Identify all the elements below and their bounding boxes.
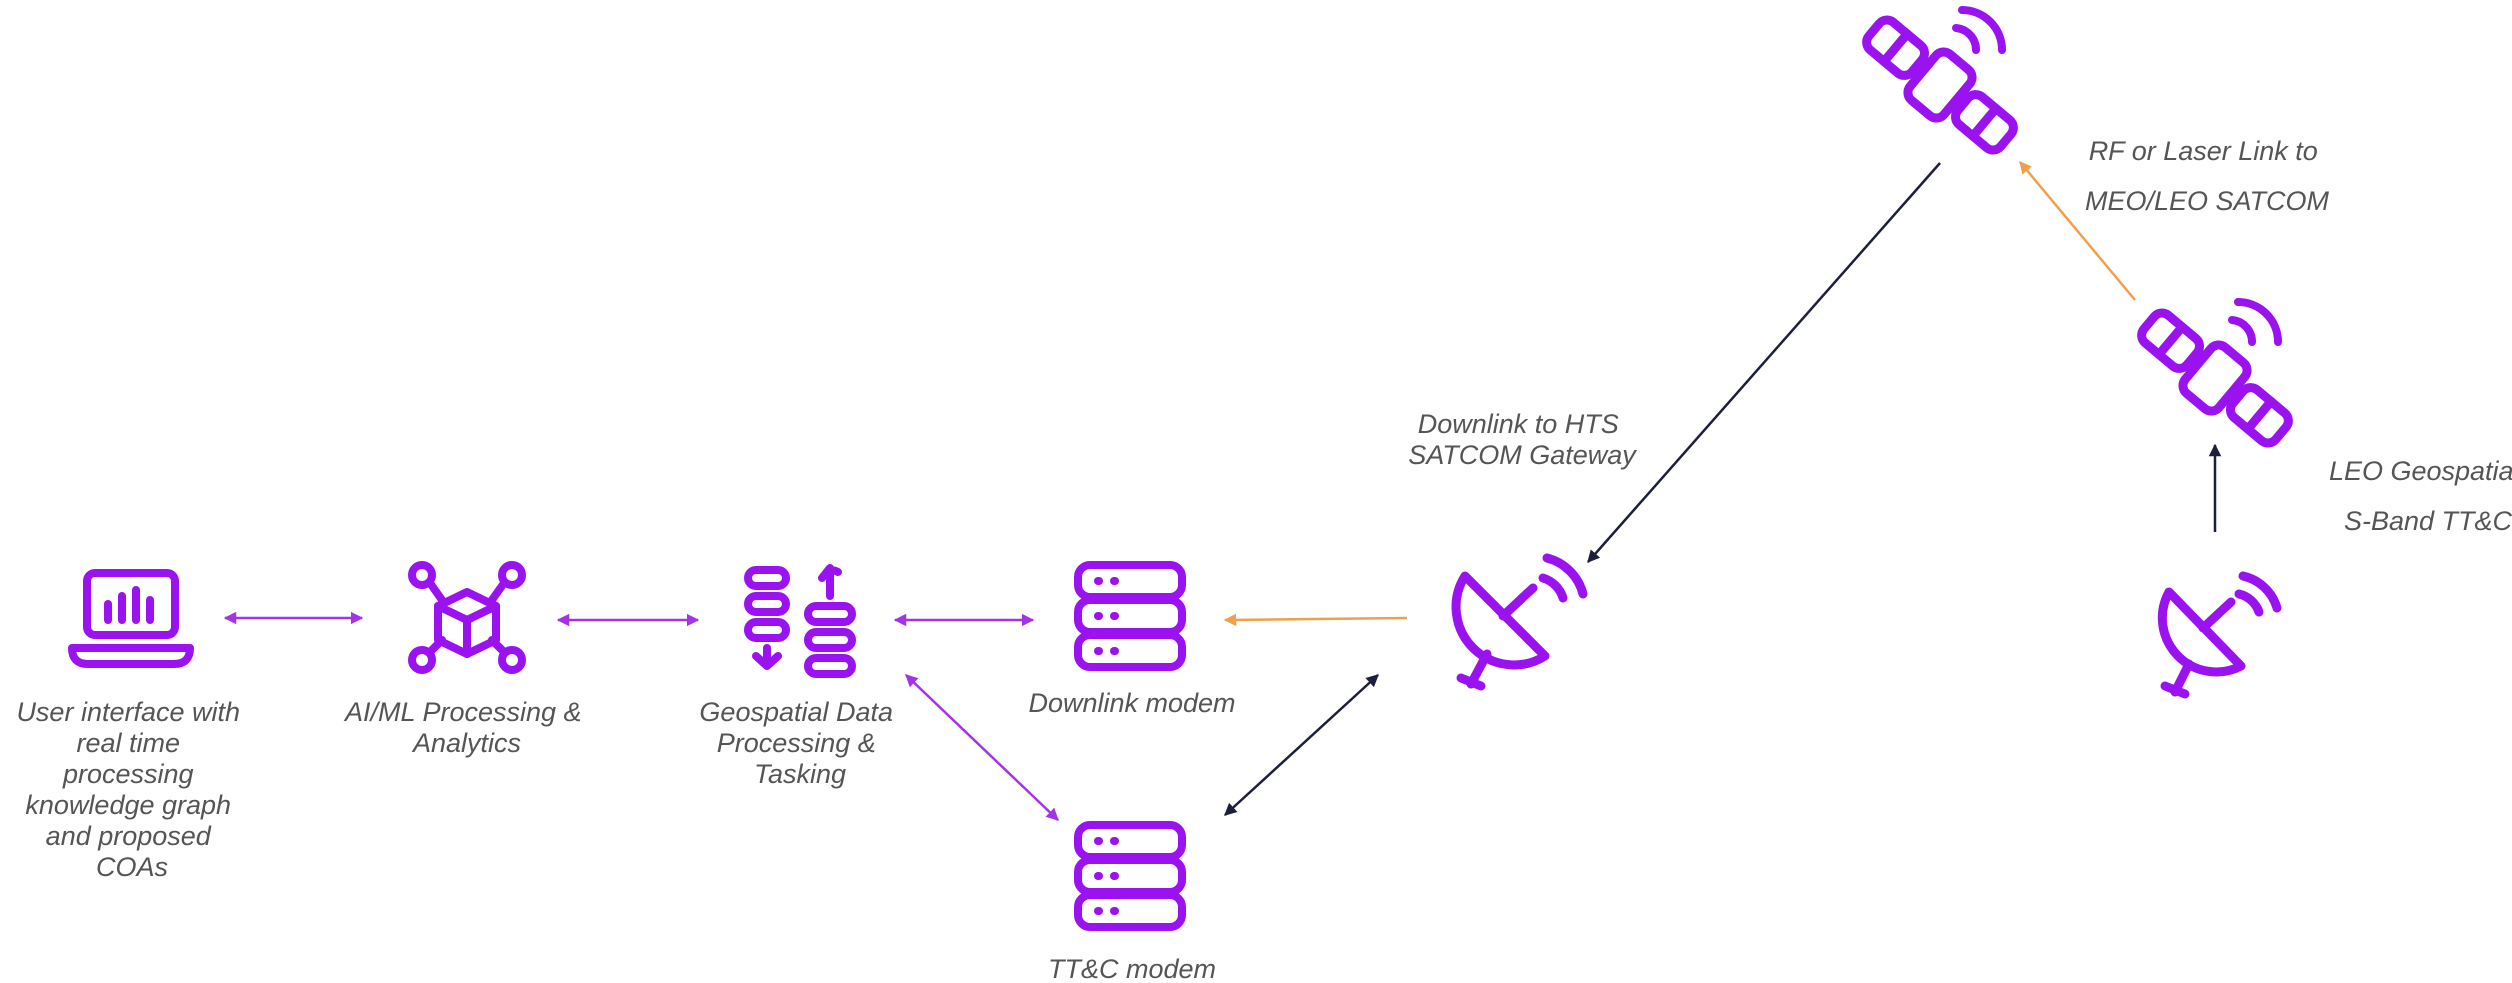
signal-waves-icon (2228, 298, 2282, 346)
server-icon (1074, 821, 1186, 931)
laptop-chart-icon (68, 569, 194, 668)
arrow-ttc-dish (1224, 674, 1379, 816)
ai-ml-label: AI/ML Processing & Analytics (343, 697, 589, 758)
user-interface-label: User interface with real time processing… (16, 697, 247, 882)
arrow-geospatial-ttc (905, 674, 1059, 821)
arrow-dish-downlink (1223, 613, 1408, 627)
signal-waves-icon (1952, 6, 2006, 54)
arrow-leo-satcom (2019, 161, 2136, 301)
satellite-icon (1862, 15, 2018, 155)
arrow-satcom-dish (1587, 162, 1941, 563)
server-icon (1074, 561, 1186, 671)
satellite-dish-icon (1451, 553, 1588, 691)
gateway-label: Downlink to HTS SATCOM Gateway (1408, 409, 1637, 470)
downlink-modem-label: Downlink modem (1028, 688, 1235, 718)
satellite-icon (2137, 308, 2293, 448)
database-sync-icon (744, 564, 856, 678)
ttc-modem-label: TT&C modem (1048, 954, 1216, 983)
rf-laser-link-label: RF or Laser Link to MEO/LEO SATCOM (2085, 136, 2330, 216)
geospatial-label: Geospatial Data Processing & Tasking (699, 697, 900, 789)
satellite-dish-icon (2157, 571, 2282, 699)
sband-label: LEO Geospatial S-Band TT&C (2329, 456, 2512, 536)
network-cube-icon (408, 561, 526, 674)
